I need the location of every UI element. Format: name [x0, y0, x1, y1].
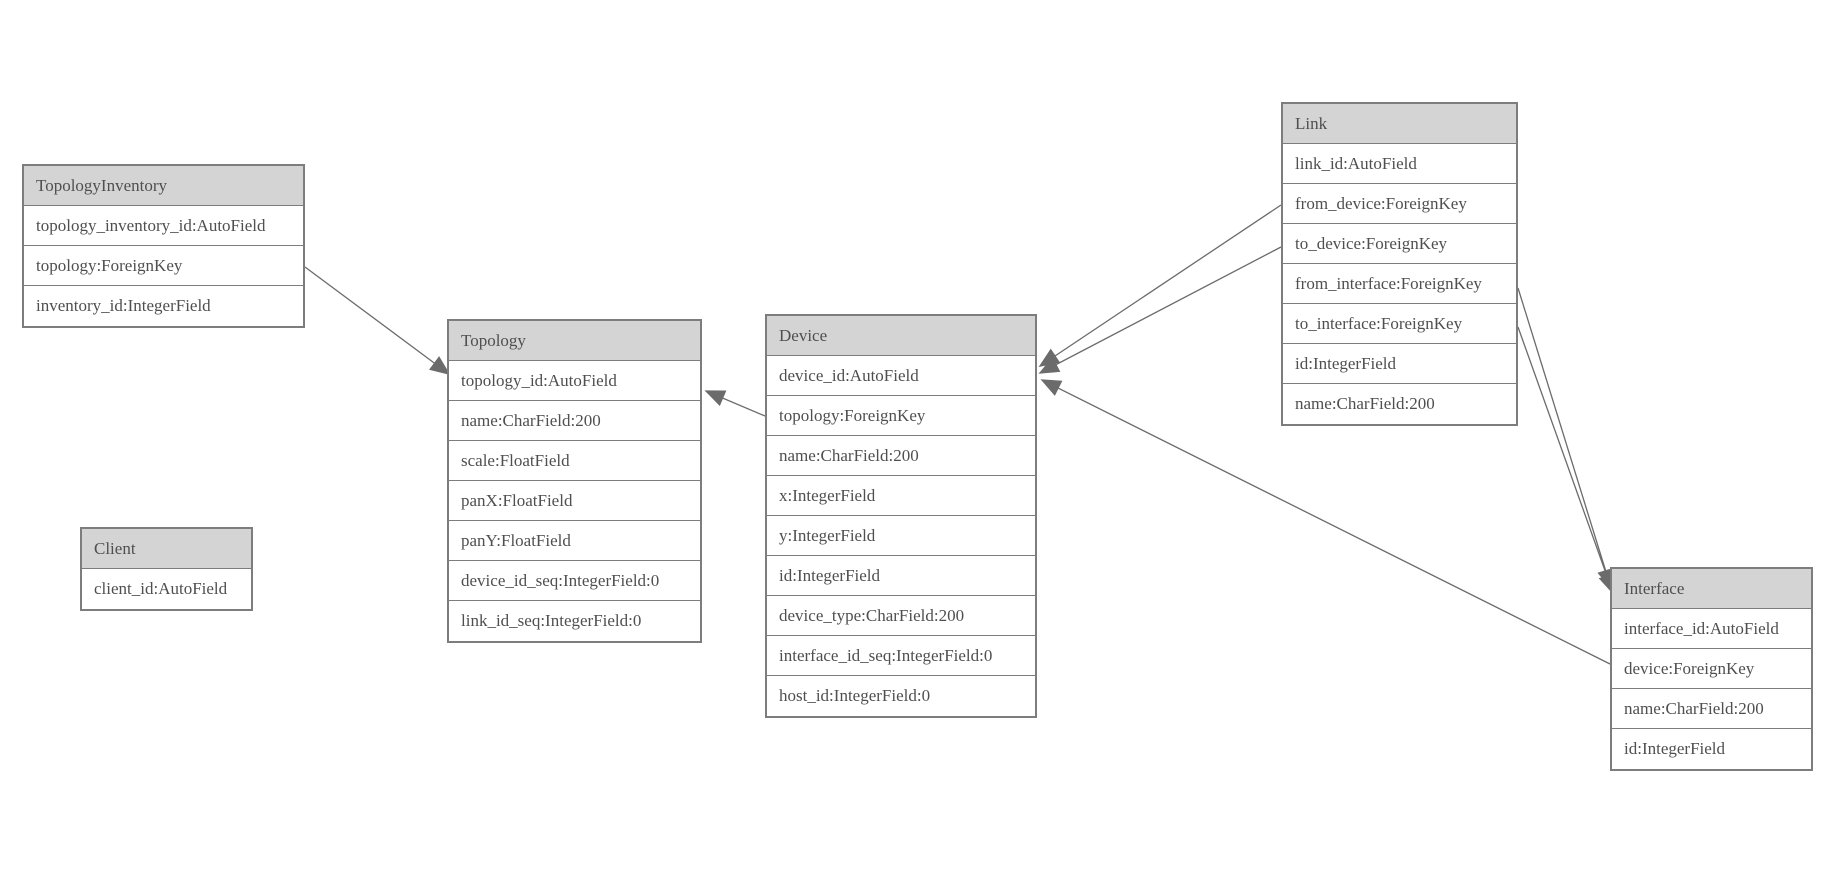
relationship-device-topology-to-topology [704, 390, 766, 417]
entity-field-row: y:IntegerField [767, 516, 1035, 556]
entity-title: Topology [449, 321, 700, 361]
entity-field-row: name:CharField:200 [767, 436, 1035, 476]
entity-field-row: to_interface:ForeignKey [1283, 304, 1516, 344]
entity-field-row: device:ForeignKey [1612, 649, 1811, 689]
entity-field-row: x:IntegerField [767, 476, 1035, 516]
entity-field-row: interface_id:AutoField [1612, 609, 1811, 649]
relationship-link-from_device-to-device [1038, 204, 1282, 367]
entity-field-row: id:IntegerField [1283, 344, 1516, 384]
entity-field-row: device_id:AutoField [767, 356, 1035, 396]
relationship-topologyinventory-topology-to-topology [304, 266, 451, 376]
entity-field-row: from_device:ForeignKey [1283, 184, 1516, 224]
entity-field-row: client_id:AutoField [82, 569, 251, 609]
entity-field-row: id:IntegerField [1612, 729, 1811, 769]
entity-field-row: panY:FloatField [449, 521, 700, 561]
entity-title: Client [82, 529, 251, 569]
entity-title: TopologyInventory [24, 166, 303, 206]
relationship-link-from_interface-to-interface [1517, 287, 1614, 590]
entity-title: Link [1283, 104, 1516, 144]
entity-field-row: device_id_seq:IntegerField:0 [449, 561, 700, 601]
entity-title: Interface [1612, 569, 1811, 609]
entity-field-row: name:CharField:200 [449, 401, 700, 441]
entity-field-row: interface_id_seq:IntegerField:0 [767, 636, 1035, 676]
entity-field-row: topology:ForeignKey [24, 246, 303, 286]
entity-field-row: host_id:IntegerField:0 [767, 676, 1035, 716]
entity-field-row: topology_inventory_id:AutoField [24, 206, 303, 246]
entity-field-row: name:CharField:200 [1283, 384, 1516, 424]
entity-field-row: to_device:ForeignKey [1283, 224, 1516, 264]
entity-field-row: device_type:CharField:200 [767, 596, 1035, 636]
relationship-link-to_device-to-device [1038, 246, 1282, 374]
relationship-link-to_interface-to-interface [1517, 326, 1615, 595]
entity-field-row: scale:FloatField [449, 441, 700, 481]
entity-field-row: from_interface:ForeignKey [1283, 264, 1516, 304]
entity-title: Device [767, 316, 1035, 356]
entity-field-row: name:CharField:200 [1612, 689, 1811, 729]
entity-field-row: panX:FloatField [449, 481, 700, 521]
entity-field-row: inventory_id:IntegerField [24, 286, 303, 326]
entity-field-row: topology_id:AutoField [449, 361, 700, 401]
entity-field-row: id:IntegerField [767, 556, 1035, 596]
entity-field-row: link_id_seq:IntegerField:0 [449, 601, 700, 641]
entity-field-row: link_id:AutoField [1283, 144, 1516, 184]
entity-field-row: topology:ForeignKey [767, 396, 1035, 436]
